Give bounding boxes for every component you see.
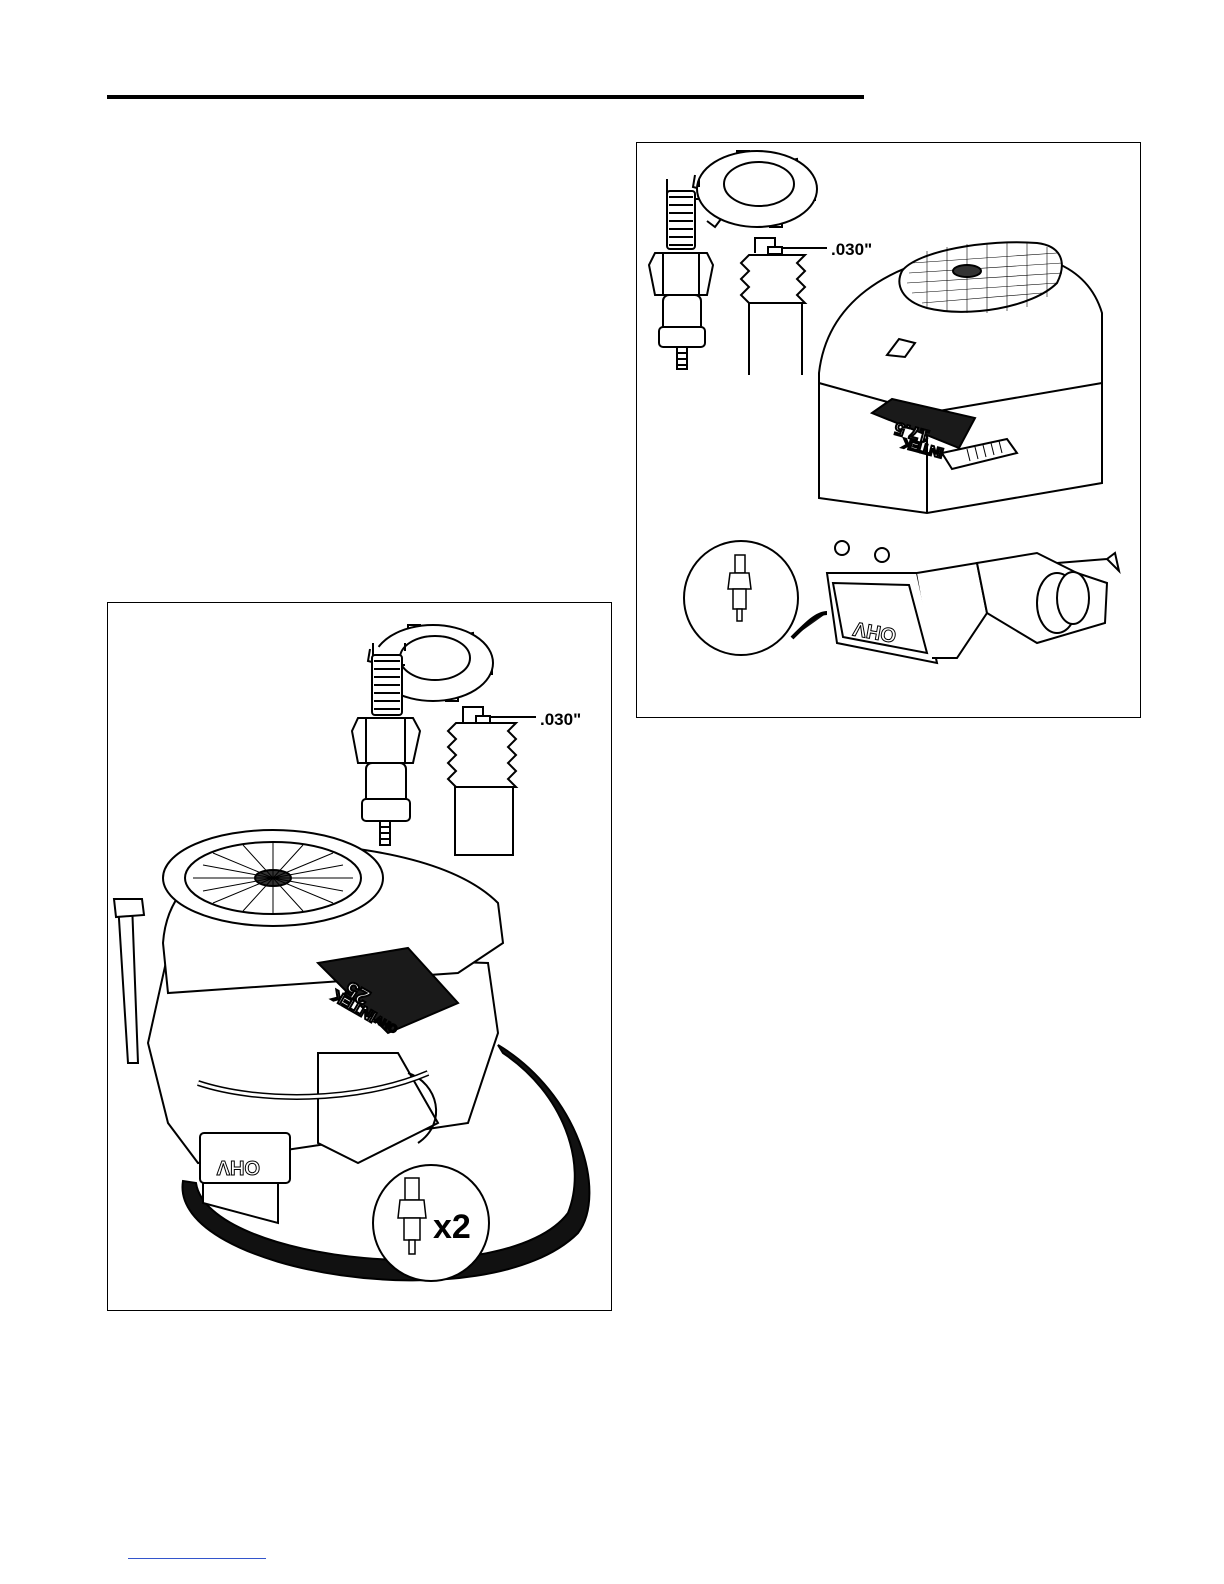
gap-measurement-icon <box>741 238 827 375</box>
gap-spec-label: .030" <box>540 710 581 729</box>
spark-plug-callout: x2 <box>373 1165 489 1281</box>
header-rule <box>107 95 864 99</box>
quantity-label: x2 <box>433 1208 471 1246</box>
valve-cover-label: OHV <box>216 1156 260 1178</box>
spark-plug-callout <box>684 541 827 655</box>
feeler-gauge-icon <box>693 151 817 227</box>
engine-illustration: 17.5 INTEK OHV <box>819 242 1119 663</box>
footer-link-rule <box>128 1558 266 1559</box>
single-engine-illustration: .030" 17.5 INTEK <box>637 143 1141 718</box>
twin-engine-illustration: .030" 25 INTEK OHV <box>108 603 612 1311</box>
engine-illustration: 25 INTEK OHV OHV <box>114 830 589 1280</box>
figure-single-cylinder-engine: .030" 17.5 INTEK <box>636 142 1141 718</box>
figure-twin-cylinder-engine: .030" 25 INTEK OHV <box>107 602 612 1311</box>
gap-spec-label: .030" <box>831 240 872 259</box>
gap-measurement-icon <box>448 707 536 855</box>
